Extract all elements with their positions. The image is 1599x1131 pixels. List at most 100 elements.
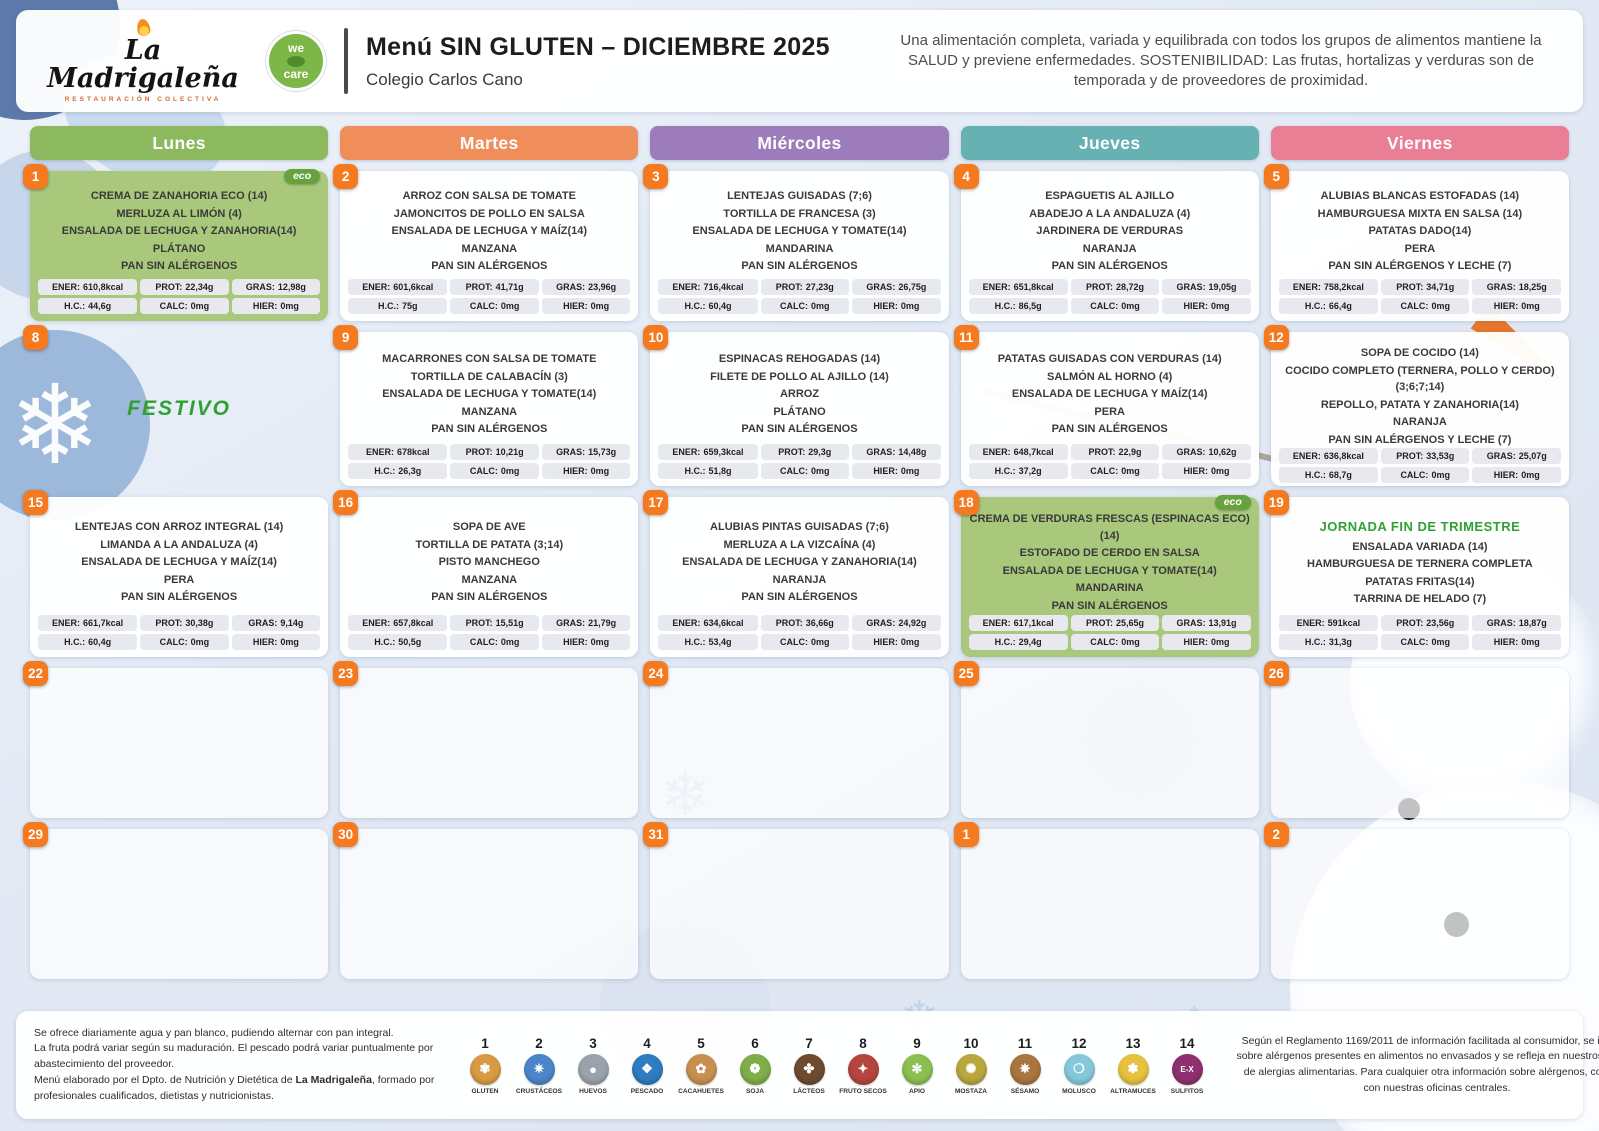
nutrition-cell: PROT:33,53g xyxy=(1380,448,1470,464)
nutrition-cell: PROT:10,21g xyxy=(450,444,539,460)
nutrition-value: 0mg xyxy=(1211,637,1230,647)
nutrition-cell: HIER:0mg xyxy=(1472,298,1561,314)
nutrition-value: 636,8kcal xyxy=(1323,451,1364,461)
menu-card xyxy=(340,829,639,979)
nutrition-cell: H.C.:31,3g xyxy=(1278,634,1378,650)
nutrition-label: CALC: xyxy=(1090,301,1119,311)
footer-note-line: Se ofrece diariamente agua y pan blanco,… xyxy=(34,1026,394,1039)
day-number-badge: 30 xyxy=(333,822,359,847)
allergen-label: PESCADO xyxy=(630,1087,664,1095)
nutrition-value: 10,62g xyxy=(1208,447,1237,457)
nutrition-value: 0mg xyxy=(900,637,920,647)
day-cell: LENTEJAS GUISADAS (7;6)TORTILLA DE FRANC… xyxy=(643,164,949,321)
nutrition-value: 28,72g xyxy=(1115,282,1145,292)
mostaza-icon: ✺ xyxy=(955,1053,987,1085)
day-cell: 26 xyxy=(1263,661,1569,818)
allergen-number: 4 xyxy=(643,1035,651,1051)
nutrition-cell: HIER:0mg xyxy=(1162,298,1251,314)
day-number-badge: 1 xyxy=(23,164,48,189)
nutrition-value: 0mg xyxy=(900,301,920,311)
allergen-number: 9 xyxy=(913,1035,921,1051)
nutrition-cell: PROT:25,65g xyxy=(1070,615,1160,631)
allergen-label: SOJA xyxy=(746,1087,764,1095)
allergen-label: SULFITOS xyxy=(1170,1087,1204,1095)
nutrition-label: H.C.: xyxy=(64,301,86,311)
nutrition-value: 23,56g xyxy=(1426,618,1455,628)
nutrition-value: 25,07g xyxy=(1518,451,1547,461)
menu-item: MACARRONES CON SALSA DE TOMATE xyxy=(382,353,597,366)
nutrition-label: GRAS: xyxy=(245,282,275,292)
nutrition-label: H.C.: xyxy=(1304,637,1326,647)
menu-item: PAN SIN ALÉRGENOS Y LECHE (7) xyxy=(1328,433,1512,446)
menu-item: JAMONCITOS DE POLLO EN SALSA xyxy=(393,207,585,220)
day-number-badge: 2 xyxy=(333,164,359,189)
nutrition-value: 21,79g xyxy=(588,618,617,628)
menu-item: LENTEJAS CON ARROZ INTEGRAL (14) xyxy=(74,521,284,534)
allergen-number: 1 xyxy=(481,1035,489,1051)
day-cell: 2 xyxy=(1263,822,1569,979)
nutrition-cell: HIER:0mg xyxy=(852,298,941,314)
nutrition-value: 0mg xyxy=(590,466,610,476)
nutrition-label: GRAS: xyxy=(248,618,278,628)
nutrition-label: ENER: xyxy=(1292,282,1321,292)
nutrition-label: H.C.: xyxy=(994,301,1016,311)
day-number-badge: 3 xyxy=(643,164,669,189)
nutrition-label: ENER: xyxy=(982,447,1011,457)
nutrition-label: H.C.: xyxy=(684,466,706,476)
nutrition-value: 0mg xyxy=(811,301,830,311)
nutrition-label: ENER: xyxy=(672,447,701,457)
menu-item: PAN SIN ALÉRGENOS xyxy=(1051,423,1168,436)
snowflake-decoration: ❄ xyxy=(0,330,150,520)
menu-items: LENTEJAS CON ARROZ INTEGRAL (14)LIMANDA … xyxy=(38,510,320,615)
nutrition-value: 0mg xyxy=(1211,466,1230,476)
pescado-icon: ❖ xyxy=(631,1053,663,1085)
header: La Madrigaleña RESTAURACIÓN COLECTIVA we… xyxy=(16,10,1583,112)
nutrition-label: HIER: xyxy=(1183,637,1209,647)
nutrition-cell: H.C.:60,4g xyxy=(38,634,138,650)
menu-item: ENSALADA DE LECHUGA Y ZANAHORIA(14) xyxy=(682,556,917,569)
nutrition-value: 27,23g xyxy=(805,282,834,292)
nutrition-label: GRAS: xyxy=(556,282,586,292)
nutrition-cell: HIER:0mg xyxy=(1472,467,1561,483)
column-header-lunes: Lunes xyxy=(30,126,329,160)
nutrition-cell: ENER:601,6kcal xyxy=(348,279,448,295)
nutrition-label: ENER: xyxy=(365,447,394,457)
eco-badge: eco xyxy=(1214,495,1251,510)
crustaceos-icon: ✷ xyxy=(523,1053,555,1085)
nutrition-cell: HIER:0mg xyxy=(852,463,941,479)
menu-card: ESPINACAS REHOGADAS (14)FILETE DE POLLO … xyxy=(650,332,949,486)
footer: Se ofrece diariamente agua y pan blanco,… xyxy=(16,1011,1599,1119)
nutrition-label: ENER: xyxy=(672,618,701,628)
day-cell: 25 xyxy=(953,661,1259,818)
company-name: La Madrigaleña xyxy=(47,34,239,94)
nutrition-value: 0mg xyxy=(1521,637,1540,647)
day-number-badge: 22 xyxy=(23,661,48,686)
menu-item: ALUBIAS PINTAS GUISADAS (7;6) xyxy=(710,521,889,534)
nutrition-label: ENER: xyxy=(362,618,391,628)
nutrition-value: 24,92g xyxy=(898,618,927,628)
day-number-badge: 2 xyxy=(1263,822,1289,847)
nutrition-label: ENER: xyxy=(362,282,391,292)
nutrition-label: CALC: xyxy=(1400,470,1429,480)
nutrition-value: 30,38g xyxy=(185,618,214,628)
nutrition-value: 18,25g xyxy=(1518,282,1547,292)
nutrition-label: CALC: xyxy=(159,301,188,311)
menu-item: MANZANA xyxy=(461,405,518,418)
nutrition-value: 0mg xyxy=(1121,466,1140,476)
nutrition-cell: GRAS:12,98g xyxy=(231,279,321,295)
nutrition-cell: ENER:648,7kcal xyxy=(968,444,1068,460)
nutrition-value: 15,51g xyxy=(495,618,524,628)
nutrition-value: 591kcal xyxy=(1327,618,1361,628)
footer-brand-name: La Madrigaleña xyxy=(295,1073,372,1086)
allergen-number: 13 xyxy=(1125,1035,1141,1051)
nutrition-cell: H.C.:53,4g xyxy=(658,634,758,650)
nutrition-cell: CALC:0mg xyxy=(1070,634,1160,650)
nutrition-value: 716,4kcal xyxy=(703,282,744,292)
menu-item: HAMBURGUESA DE TERNERA COMPLETA xyxy=(1307,558,1533,571)
menu-item: ESPAGUETIS AL AJILLO xyxy=(1045,190,1175,203)
nutrition-value: 0mg xyxy=(190,301,210,311)
nutrition-label: ENER: xyxy=(52,282,81,292)
